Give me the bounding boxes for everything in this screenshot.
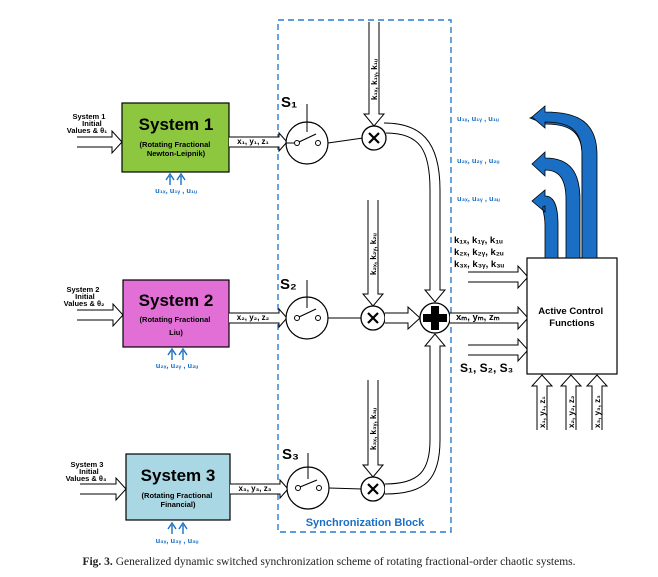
system-2-title: System 2 [139, 291, 214, 310]
system-3-control-label: u₃ₓ, u₃ᵧ , u₃ᵤ [156, 536, 199, 545]
pipe-mult1-to-sum [383, 122, 447, 303]
system-2-box [122, 279, 230, 348]
sync-block-border [277, 19, 452, 533]
acf-state-input-3: x₃, y₃, z₃ [585, 374, 609, 430]
system-1-output-label: x₁, y₁, z₁ [237, 137, 269, 146]
system-1-subtitle: (Rotating Fractional Newton-Leipnik) [140, 140, 213, 158]
acf-switch-input-arrow [468, 337, 529, 363]
svg-text:x₃, y₃, z₃: x₃, y₃, z₃ [593, 395, 602, 428]
link-s1-mult1 [327, 137, 364, 144]
active-control-title: Active Control Functions [538, 306, 606, 329]
system-3-box [125, 453, 231, 521]
system-1-input-label: System 1 Initial Values & θ₁ [67, 112, 108, 135]
multiplier-1 [361, 125, 387, 151]
sum-output-label: xₘ, yₘ, zₘ [456, 312, 500, 323]
acf-state-input-1: x₁, y₁, z₁ [530, 374, 554, 430]
acf-gain-inputs-label: k₁ₓ, k₁ᵧ, k₁ᵤ k₂ₓ, k₂ᵧ, k₂ᵤ k₃ₓ, k₃ᵧ, k₃… [454, 235, 506, 270]
switch-1: S₁ [281, 94, 329, 165]
control-output-2-arrow [531, 151, 581, 259]
figure-caption-label: Fig. 3. [82, 556, 113, 568]
figure-caption-text: Generalized dynamic switched synchroniza… [115, 556, 576, 568]
gain-2-label: k₂ₓ, k₂ᵧ, k₂ᵤ [369, 233, 378, 275]
gain-1-label: k₁ₓ, k₁ᵧ, k₁ᵤ [370, 59, 379, 100]
system-2: System 2 Initial Values & θ₂ System 2 (R… [64, 279, 288, 370]
link-s3-mult3 [328, 487, 363, 490]
multiplier-2 [360, 305, 386, 331]
control-output-3-arrow [531, 189, 559, 259]
pipe-mult3-to-sum [384, 333, 447, 495]
system-2-control-label: u₂ₓ, u₂ᵧ , u₂ᵤ [156, 361, 199, 370]
system-1-title: System 1 [139, 115, 214, 134]
system-1-control-arrows [165, 172, 186, 185]
system-3-input-label: System 3 Initial Values & θ₃ [66, 460, 107, 483]
summation-node [419, 302, 451, 334]
switch-2-label: S₂ [280, 276, 297, 293]
system-3: System 3 Initial Values & θ₃ System 3 (R… [66, 453, 289, 545]
pipe-mult2-to-sum [385, 305, 421, 331]
control-output-2-label: u₂ₓ, u₂ᵧ , u₂ᵤ [457, 156, 500, 165]
system-3-subtitle: (Rotating Fractional Financial) [142, 491, 215, 509]
system-2-control-arrows [167, 347, 188, 360]
switch-1-label: S₁ [281, 94, 297, 111]
switch-2: S₂ [280, 276, 329, 340]
gain-3-label: k₃ₓ, k₃ᵧ, k₃ᵤ [369, 408, 378, 450]
system-2-input-label: System 2 Initial Values & θ₂ [64, 285, 105, 308]
system-3-title: System 3 [141, 466, 216, 485]
gain-1-arrow: k₁ₓ, k₁ᵧ, k₁ᵤ [362, 22, 386, 127]
figure-caption: Fig. 3. Generalized dynamic switched syn… [0, 556, 658, 568]
svg-text:x₂, y₂, z₂: x₂, y₂, z₂ [567, 395, 576, 428]
acf-state-input-2: x₂, y₂, z₂ [559, 374, 583, 430]
system-1-control-label: u₁ₓ, u₁ᵧ , u₁ᵤ [155, 186, 197, 195]
system-3-output-label: x₃, y₃, z₃ [239, 484, 272, 493]
active-control-box [526, 257, 618, 375]
system-2-subtitle: (Rotating Fractional Liu) [140, 315, 213, 337]
system-2-output-label: x₂, y₂, z₂ [237, 313, 270, 322]
system-1-box [121, 102, 230, 173]
gain-2-arrow: k₂ₓ, k₂ᵧ, k₂ᵤ [361, 200, 385, 307]
control-output-1-arrow [528, 105, 598, 259]
switch-3: S₃ [282, 446, 330, 510]
control-output-1-label: u₁ₓ, u₁ᵧ , u₁ᵤ [457, 114, 499, 123]
svg-text:x₁, y₁, z₁: x₁, y₁, z₁ [538, 396, 547, 428]
gain-3-arrow: k₃ₓ, k₃ᵧ, k₃ᵤ [361, 380, 385, 478]
system-3-control-arrows [167, 521, 188, 534]
system-1: System 1 Initial Values & θ₁ System 1 (R… [67, 102, 288, 195]
acf-switch-input-label: S₁, S₂, S₃ [460, 361, 513, 375]
control-output-3-label: u₃ₓ, u₃ᵧ , u₃ᵤ [457, 194, 500, 203]
sync-block-label: Synchronization Block [306, 517, 425, 529]
switch-3-label: S₃ [282, 446, 299, 463]
multiplier-3 [360, 476, 386, 502]
